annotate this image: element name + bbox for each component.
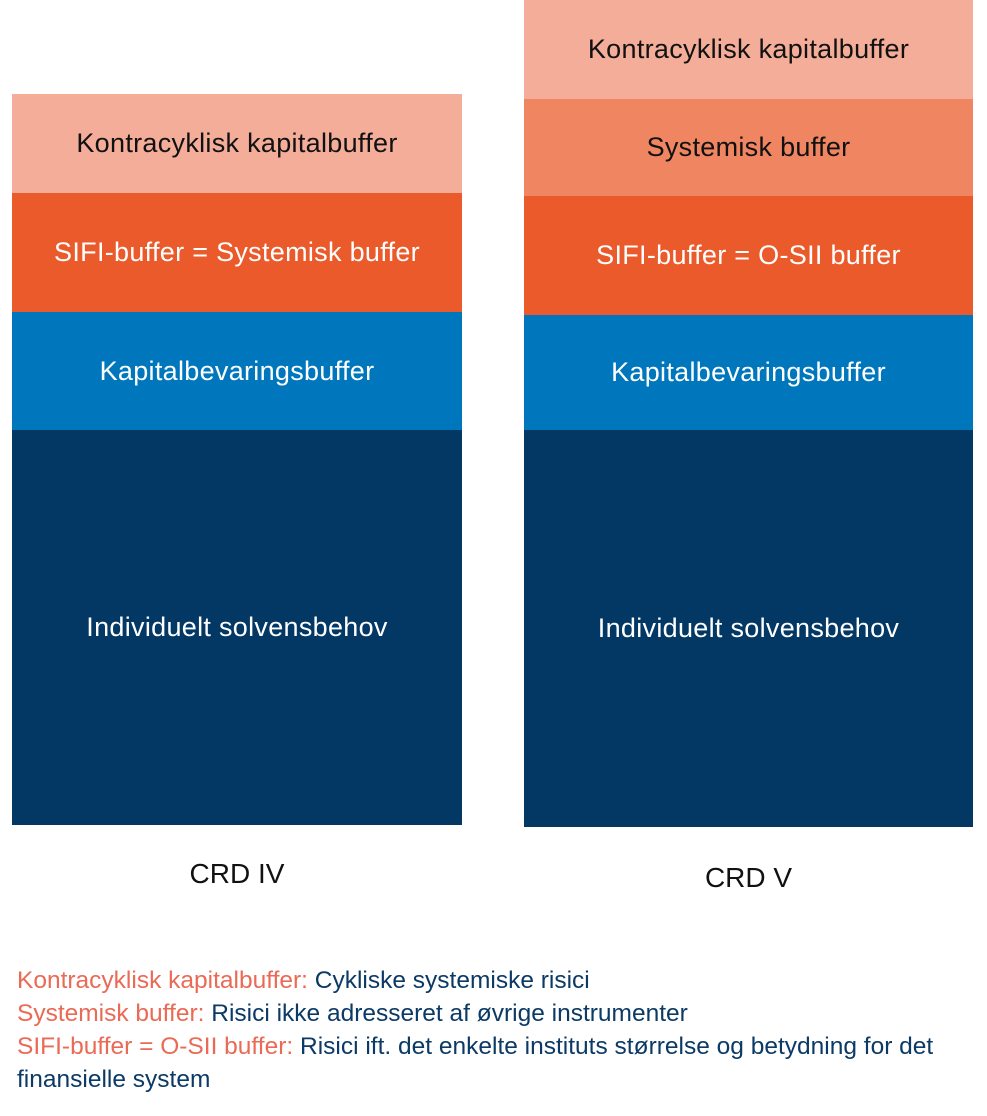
column-label: CRD V — [704, 862, 793, 893]
block-label: Kapitalbevaringsbuffer — [611, 357, 886, 387]
block-sifi-buffer: SIFI-buffer = Systemisk buffer — [12, 193, 462, 312]
legend-desc: Risici ift. det enkelte instituts større… — [17, 1033, 934, 1093]
legend-item: SIFI-buffer = O-SII buffer: Risici ift. … — [17, 1030, 977, 1096]
block-label: SIFI-buffer = O-SII buffer — [596, 240, 901, 270]
column-label: CRD IV — [189, 858, 285, 889]
legend-desc: Risici ikke adresseret af øvrige instrum… — [204, 1000, 688, 1027]
legend-term: SIFI-buffer = O-SII buffer: — [17, 1033, 294, 1060]
legend-item: Systemisk buffer: Risici ikke adresseret… — [17, 997, 977, 1030]
block-systemisk-buffer: Systemisk buffer — [524, 99, 973, 196]
legend-term: Kontracyklisk kapitalbuffer: — [17, 967, 308, 994]
legend: Kontracyklisk kapitalbuffer: Cykliske sy… — [17, 964, 977, 1096]
legend-item: Kontracyklisk kapitalbuffer: Cykliske sy… — [17, 964, 977, 997]
block-kapitalbevaringsbuffer: Kapitalbevaringsbuffer — [524, 315, 973, 430]
block-kontracyklisk-kapitalbuffer: Kontracyklisk kapitalbuffer — [12, 94, 462, 193]
block-kapitalbevaringsbuffer: Kapitalbevaringsbuffer — [12, 312, 462, 430]
block-label: Kontracyklisk kapitalbuffer — [587, 34, 910, 64]
block-sifi-buffer: SIFI-buffer = O-SII buffer — [524, 196, 973, 315]
block-individuelt-solvensbehov: Individuelt solvensbehov — [524, 430, 973, 827]
block-label: Kontracyklisk kapitalbuffer — [76, 128, 398, 158]
block-individuelt-solvensbehov: Individuelt solvensbehov — [12, 430, 462, 825]
block-label: Systemisk buffer — [646, 132, 851, 162]
block-label: Kapitalbevaringsbuffer — [99, 355, 375, 386]
block-label: Individuelt solvensbehov — [597, 613, 900, 643]
legend-term: Systemisk buffer: — [17, 1000, 205, 1027]
legend-desc: Cykliske systemiske risici — [307, 967, 590, 994]
block-kontracyklisk-kapitalbuffer: Kontracyklisk kapitalbuffer — [524, 0, 973, 99]
block-label: Individuelt solvensbehov — [86, 612, 388, 642]
block-label: SIFI-buffer = Systemisk buffer — [54, 237, 420, 267]
